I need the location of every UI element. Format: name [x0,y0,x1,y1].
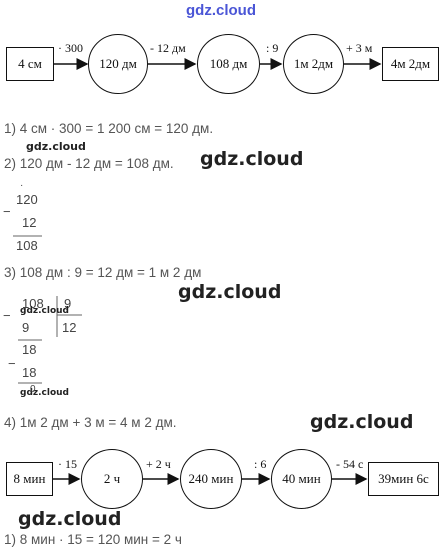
chain2-op-3: : 6 [254,457,267,471]
chain1-node-4: 1м 2дм [283,34,344,94]
solution-line-4: 4) 1м 2 дм + 3 м = 4 м 2 дм. [4,415,177,430]
chain2-node-4: 40 мин [271,449,332,509]
watermark-mid1-small: gdz.cloud [26,140,86,153]
chain1-op-4: + 3 м [346,41,373,55]
solution-line-1: 1) 4 см · 300 = 1 200 см = 120 дм. [4,121,214,136]
watermark-bottom: gdz.cloud [18,508,122,530]
division-step-3: 18 [22,365,37,380]
division-quotient: 12 [62,320,77,335]
subtraction-top: 120 [16,192,38,207]
watermark-division-1: gdz.cloud [20,306,69,316]
solution-line-2: 2) 120 дм - 12 дм = 108 дм. [4,156,174,171]
chain2-op-2: + 2 ч [146,457,171,471]
chain1-node-end: 4м 2дм [382,47,439,81]
division-remainder: 0 [30,384,36,395]
watermark-mid2: gdz.cloud [178,281,282,303]
chain1-op-1: · 300 [58,41,83,55]
chain1-op-3: : 9 [266,41,279,55]
chain1-op-2: - 12 дм [150,41,186,55]
subtraction-minus: − [3,204,11,219]
chain2-op-4: - 54 с [336,457,364,471]
watermark-mid1: gdz.cloud [200,148,304,170]
chain1-node-2: 120 дм [88,34,148,94]
chain2-op-1: · 15 [58,457,77,471]
chain2-node-3: 240 мин [180,449,242,509]
subtraction-result: 108 [16,238,38,253]
watermark-mid3: gdz.cloud [310,411,414,433]
chain1-node-start: 4 см [6,47,54,81]
chain1-node-3: 108 дм [197,34,260,94]
division-step-1: 9 [22,320,30,335]
solution-line-3: 3) 108 дм : 9 = 12 дм = 1 м 2 дм [4,265,202,280]
solution-line-5: 1) 8 мин · 15 = 120 мин = 2 ч [4,532,182,547]
chain2-node-start: 8 мин [6,462,53,496]
subtraction-dot: · [20,180,24,191]
chain2-node-2: 2 ч [81,449,143,509]
division-divisor: 9 [64,296,72,311]
division-step-2: 18 [22,342,37,357]
chain2-node-end: 39мин 6с [368,462,439,496]
division-minus-2: − [8,356,16,371]
division-minus-1: − [3,308,11,323]
watermark-top: gdz.cloud [186,2,256,19]
division-dividend: 108 [22,296,44,311]
watermark-division-2: gdz.cloud [20,388,69,398]
subtraction-sub: 12 [22,215,37,230]
